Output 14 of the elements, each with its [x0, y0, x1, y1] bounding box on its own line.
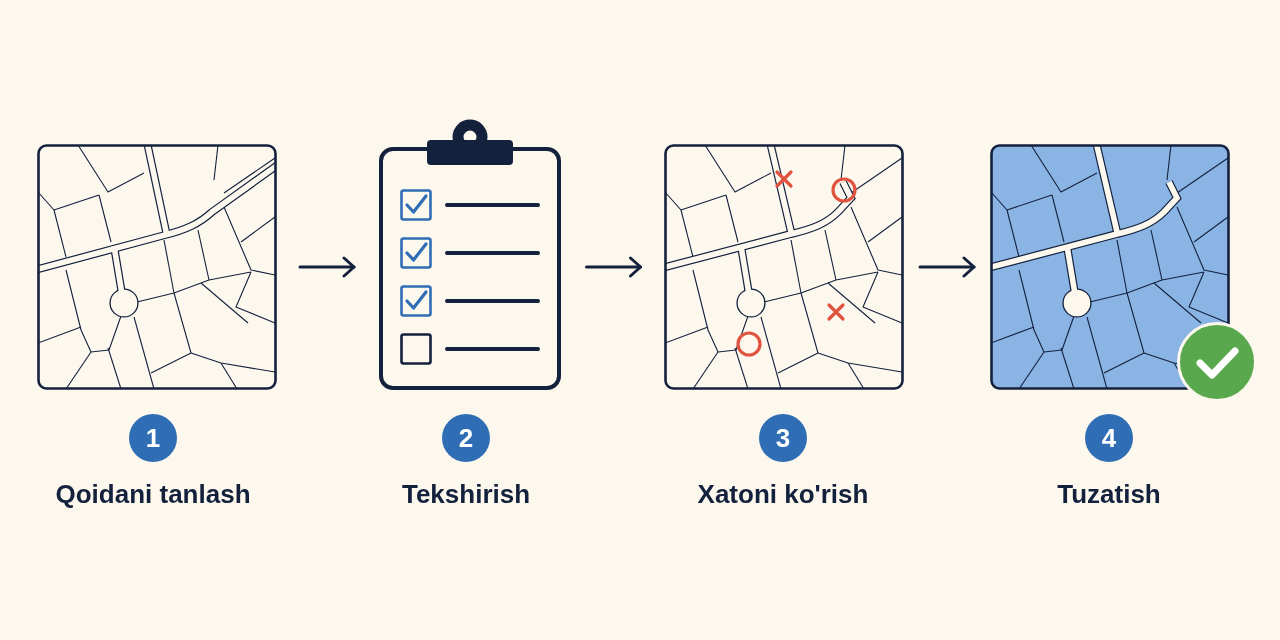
- arrow: [585, 256, 642, 278]
- arrow: [918, 256, 976, 278]
- step-label: Tekshirish: [401, 478, 531, 510]
- step-label: Qoidani tanlash: [55, 478, 251, 510]
- step-number: 1: [129, 414, 177, 462]
- step-number: 4: [1085, 414, 1133, 462]
- arrow: [298, 256, 356, 278]
- step-number: 3: [759, 414, 807, 462]
- street-map: [664, 144, 904, 390]
- step-label: Tuzatish: [1057, 478, 1161, 510]
- step-number: 2: [442, 414, 490, 462]
- street-map: [37, 144, 277, 390]
- street-map: [990, 144, 1230, 390]
- step-label: Xatoni ko'rish: [697, 478, 869, 510]
